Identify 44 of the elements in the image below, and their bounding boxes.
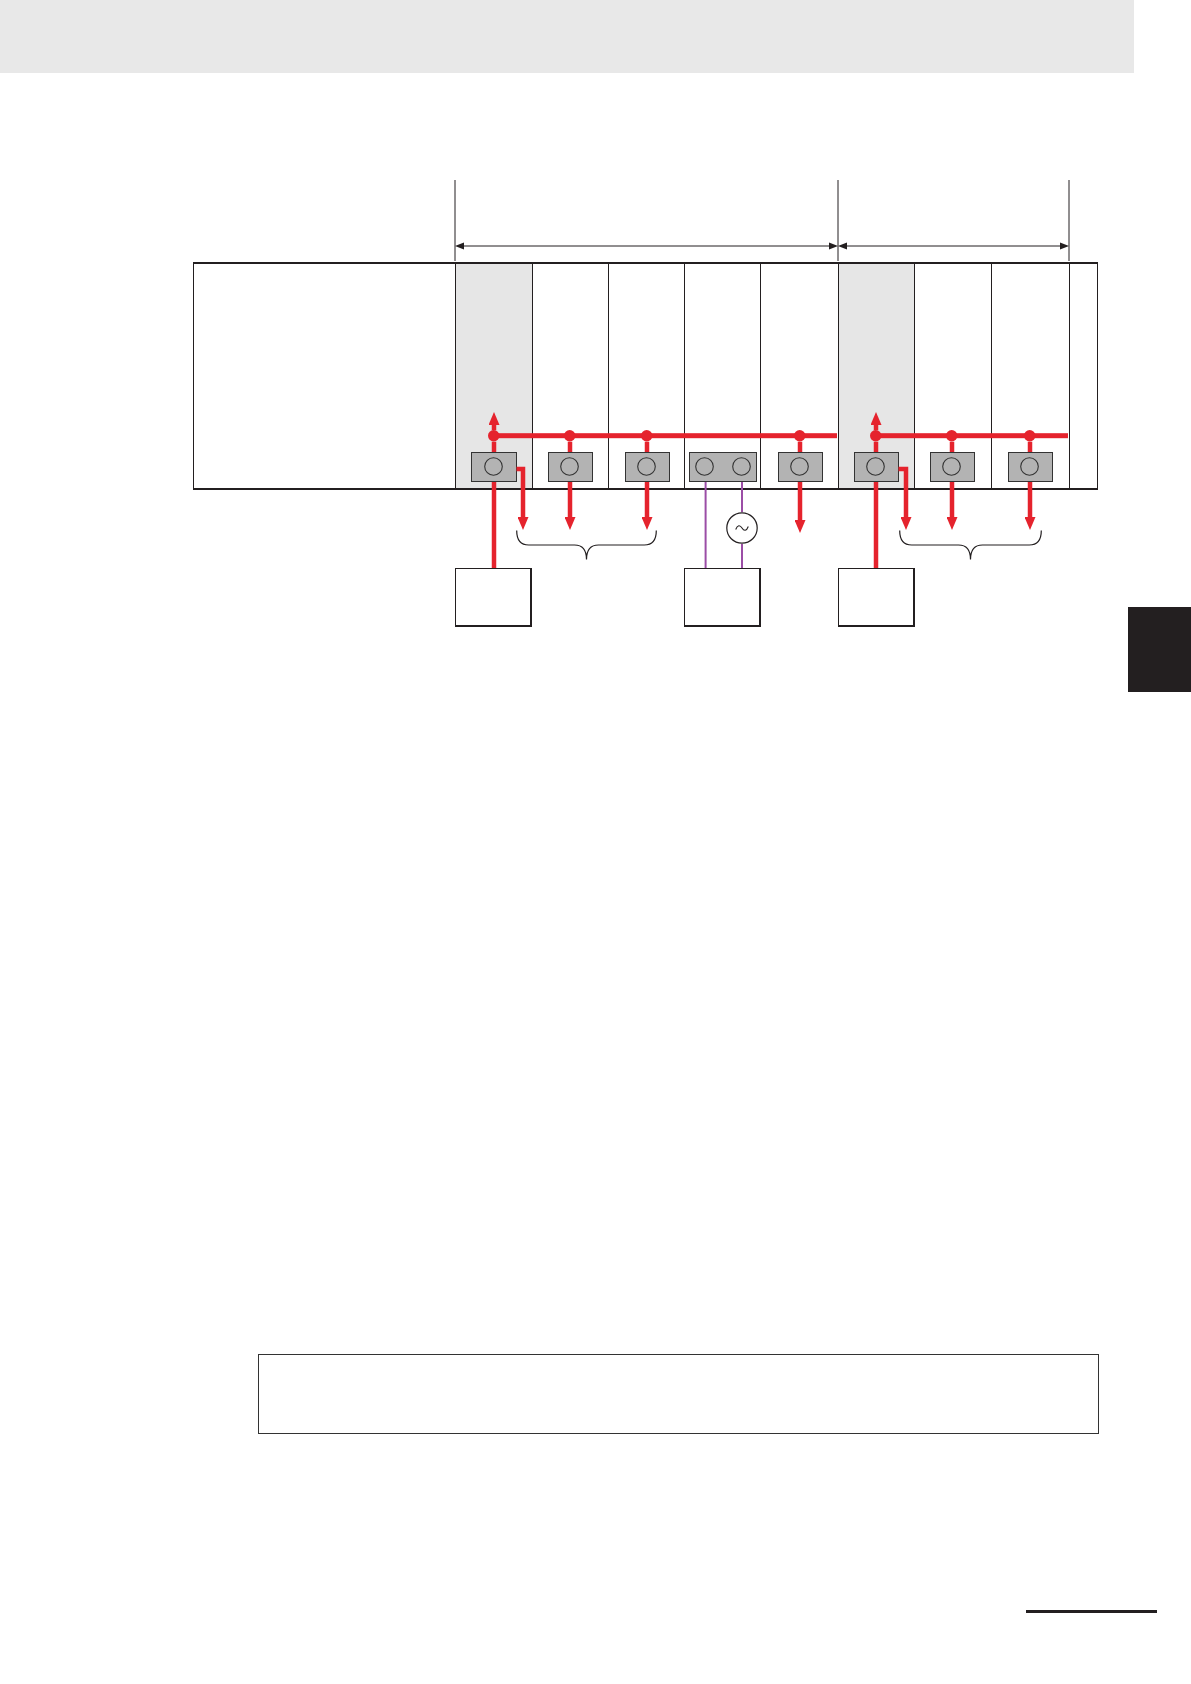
arrow [641, 482, 653, 530]
wire [491, 441, 497, 452]
arrow [516, 466, 529, 530]
terminal-block [1007, 452, 1053, 482]
wire [491, 482, 497, 568]
terminal-block [624, 452, 670, 482]
unit-slot [990, 264, 1070, 488]
wire [873, 441, 879, 452]
arrow [488, 412, 500, 431]
wire [873, 482, 879, 568]
bus-bar [869, 430, 1069, 442]
wire [704, 481, 707, 569]
terminal-block [547, 452, 593, 482]
wire [644, 441, 650, 452]
arrow [870, 412, 882, 431]
device-box [838, 568, 915, 627]
note-box [258, 1354, 1099, 1434]
chapter-tab [1128, 607, 1191, 692]
terminal-block [688, 452, 757, 482]
ac-source-circle [726, 512, 758, 544]
arrow [794, 482, 806, 533]
unit-slot [683, 264, 760, 488]
unit-slot [454, 264, 532, 488]
rack-outline [193, 262, 1098, 490]
terminal-block [853, 452, 899, 482]
wire [741, 481, 743, 513]
brace [516, 530, 657, 560]
wire [1027, 441, 1033, 452]
brace [899, 530, 1042, 560]
terminal-block [777, 452, 823, 482]
unit-slot [837, 264, 914, 488]
wire [567, 441, 573, 452]
arrow [946, 482, 958, 530]
arrow [898, 466, 912, 530]
wire [741, 543, 743, 569]
arrow [564, 482, 576, 530]
device-box [455, 568, 532, 627]
wire [949, 441, 955, 452]
terminal-block [929, 452, 975, 482]
bus-bar [487, 430, 838, 442]
terminal-block [470, 452, 517, 482]
arrow [1024, 482, 1036, 530]
wire [797, 441, 803, 452]
device-box [684, 568, 761, 627]
